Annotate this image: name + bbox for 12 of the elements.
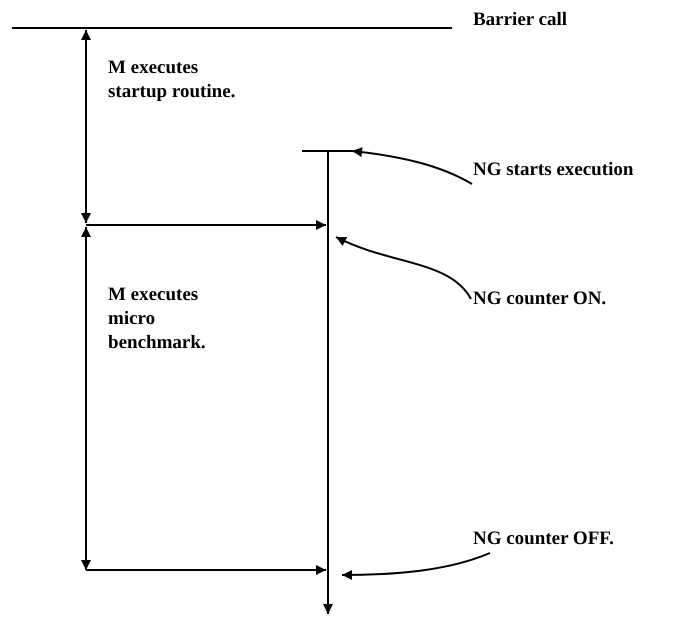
timeline-arrow [302, 150, 352, 614]
annotation-text: NG starts execution [473, 158, 634, 182]
leader-line [342, 552, 490, 580]
annotation-text: NG counter OFF. [473, 527, 614, 551]
annotation-text: M executes startup routine. [108, 56, 236, 104]
arrow [86, 565, 326, 575]
leader-line [352, 147, 472, 185]
annotation-text: M executes micro benchmark. [108, 283, 207, 355]
annotation-text: Barrier call [473, 8, 568, 32]
leader-line [336, 236, 472, 300]
annotation-text: NG counter ON. [473, 287, 606, 311]
arrow [86, 220, 326, 230]
